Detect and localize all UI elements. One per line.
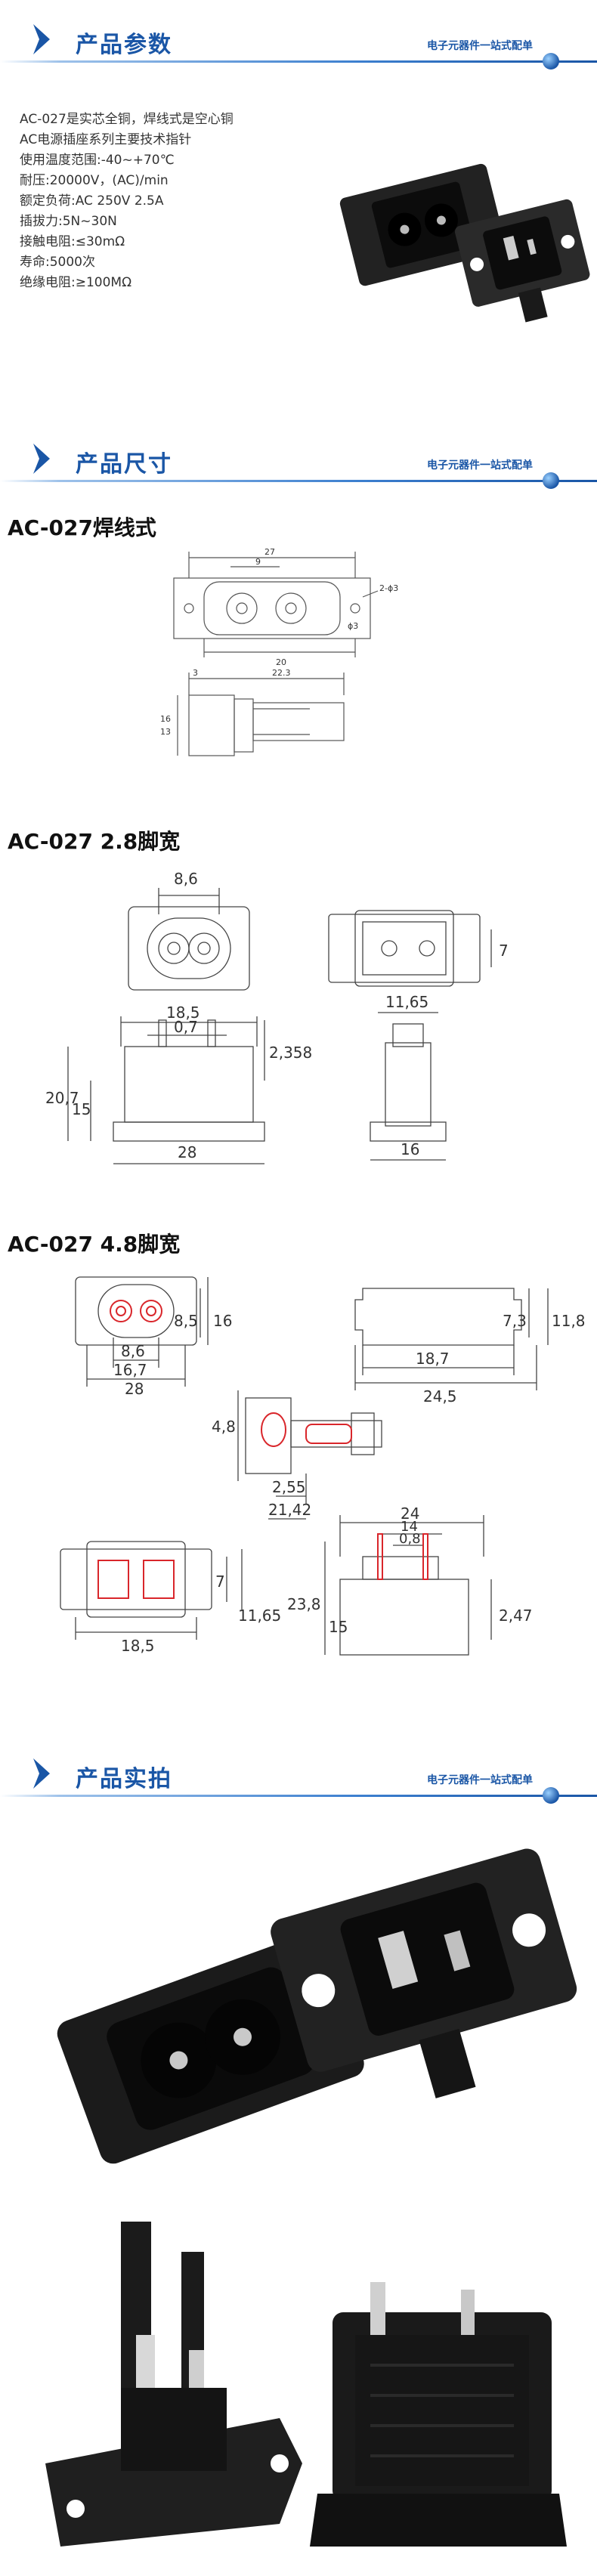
section-slogan: 电子元器件一站式配单	[427, 40, 533, 52]
section-header-params: 产品参数 电子元器件一站式配单	[0, 15, 597, 70]
ball-icon	[543, 53, 559, 70]
w28-drawing: 8,6 7 18,5 0,7 11,65 20,7 15 2,358 28 16	[45, 870, 509, 1164]
dim-label: 24,5	[423, 1387, 457, 1406]
dim-label: 2-ϕ3	[379, 583, 398, 593]
dim-label: 11,65	[238, 1607, 281, 1625]
dim-label: 8,5	[174, 1312, 198, 1330]
section-header-dimensions: 产品尺寸 电子元器件一站式配单	[0, 434, 597, 489]
dim-label: 15	[329, 1618, 348, 1636]
dim-label: 4,8	[212, 1418, 236, 1436]
dim-label: 9	[255, 557, 261, 567]
ball-icon	[543, 1787, 559, 1804]
dim-label: 8,6	[121, 1342, 145, 1360]
dim-label: 7	[215, 1573, 225, 1591]
weld-drawing: 27 9 2-ϕ3 ϕ3 20 3 22.3 16 13	[160, 547, 398, 756]
dim-label: 20,7	[45, 1089, 79, 1107]
dim-label: 16,7	[113, 1361, 147, 1379]
section-header-photos: 产品实拍 电子元器件一站式配单	[0, 1749, 597, 1804]
product-photo-back	[45, 2222, 567, 2547]
dim-label: 0,8	[399, 1531, 421, 1547]
dim-label: 2,47	[499, 1607, 533, 1625]
dim-label: 7,3	[503, 1312, 527, 1330]
spec-item: AC电源插座系列主要技术指针	[20, 132, 192, 147]
dim-label: 11,8	[552, 1312, 586, 1330]
divider	[0, 480, 597, 482]
subtitle-weld: AC-027焊线式	[8, 515, 156, 540]
product-photo-front	[57, 1848, 577, 2164]
divider	[0, 60, 597, 63]
subtitle-w28: AC-027 2.8脚宽	[8, 829, 181, 854]
dim-label: 27	[264, 547, 275, 557]
section-title: 产品尺寸	[76, 451, 172, 478]
spec-item: 使用温度范围:-40~+70℃	[20, 153, 175, 168]
dim-label: 0,7	[174, 1018, 198, 1036]
dim-label: 2,55	[272, 1478, 306, 1496]
section-title: 产品实拍	[76, 1766, 172, 1792]
section-slogan: 电子元器件一站式配单	[427, 1774, 533, 1786]
w48-drawing: 8,6 16,7 28 8,5 16 7,3 11,8 18,7 24,5 4,…	[60, 1276, 586, 1656]
dim-label: 21,42	[268, 1501, 311, 1519]
spec-item: 接触电阻:≤30mΩ	[20, 234, 125, 249]
divider	[0, 1795, 597, 1797]
arrow-icon	[33, 24, 50, 54]
dim-label: ϕ3	[348, 621, 358, 631]
dim-label: 16	[213, 1312, 232, 1330]
spec-item: 插拔力:5N~30N	[20, 214, 117, 229]
arrow-icon	[33, 444, 50, 474]
product-illustration	[339, 163, 590, 323]
dim-label: 20	[276, 657, 286, 667]
dim-label: 8,6	[174, 870, 198, 888]
dim-label: 2,358	[269, 1044, 312, 1062]
subtitle-w48: AC-027 4.8脚宽	[8, 1232, 181, 1257]
dim-label: 16	[160, 714, 171, 724]
spec-item: AC-027是实芯全铜，焊线式是空心铜	[20, 112, 234, 127]
dim-label: 16	[401, 1140, 419, 1158]
arrow-icon	[33, 1758, 50, 1789]
dim-label: 11,65	[385, 993, 428, 1011]
section-title: 产品参数	[76, 32, 172, 58]
dim-label: 7	[499, 942, 509, 960]
dim-label: 18,7	[416, 1350, 450, 1368]
dim-label: 28	[178, 1143, 196, 1161]
dim-label: 3	[193, 668, 198, 678]
dim-label: 14	[401, 1519, 418, 1535]
dim-label: 18,5	[166, 1003, 200, 1022]
dim-label: 22.3	[272, 668, 291, 678]
dim-label: 24	[401, 1504, 419, 1523]
dim-label: 13	[160, 727, 171, 737]
spec-list: AC-027是实芯全铜，焊线式是空心铜 AC电源插座系列主要技术指针 使用温度范…	[20, 110, 234, 293]
dim-label: 18,5	[121, 1637, 155, 1655]
ball-icon	[543, 472, 559, 489]
spec-item: 额定负荷:AC 250V 2.5A	[20, 193, 164, 209]
dim-label: 23,8	[287, 1595, 321, 1613]
section-slogan: 电子元器件一站式配单	[427, 459, 533, 472]
dim-label: 28	[125, 1380, 144, 1398]
spec-item: 绝缘电阻:≥100MΩ	[20, 275, 132, 290]
dim-label: 15	[72, 1100, 91, 1118]
spec-item: 寿命:5000次	[20, 255, 95, 270]
spec-item: 耐压:20000V，(AC)/min	[20, 173, 169, 188]
